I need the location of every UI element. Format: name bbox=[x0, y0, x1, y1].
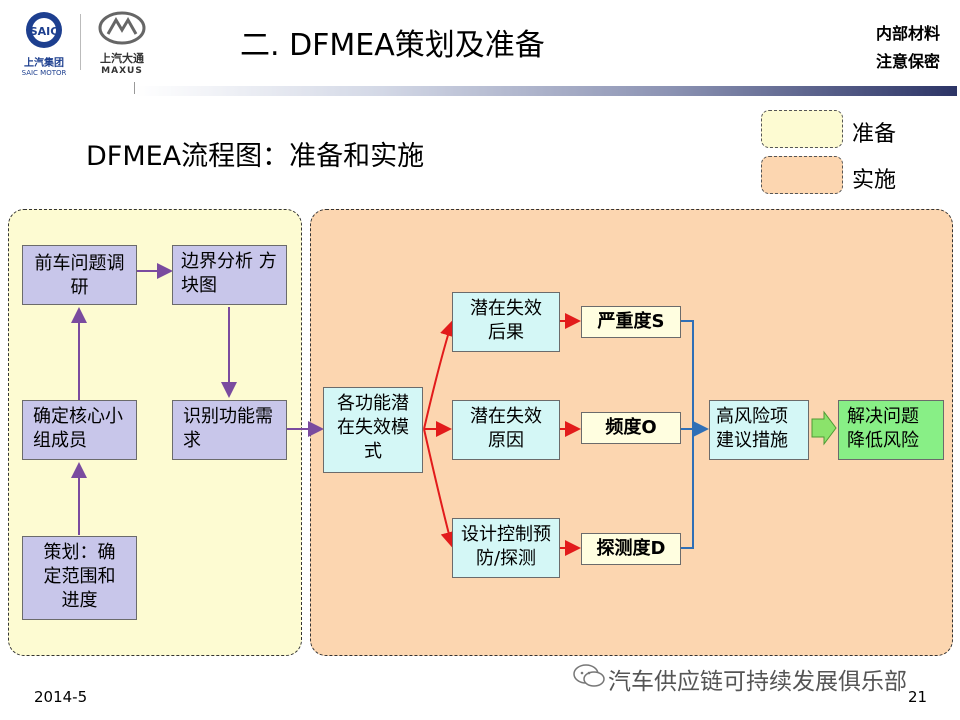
maxus-logo-icon bbox=[98, 11, 146, 45]
watermark-text: 汽车供应链可持续发展俱乐部 bbox=[608, 669, 907, 695]
header-tick bbox=[134, 82, 135, 94]
saic-logo-cn: 上汽集团 bbox=[24, 58, 64, 69]
box-boundary: 边界分析 方块图 bbox=[172, 245, 287, 305]
page-title: 二. DFMEA策划及准备 bbox=[240, 28, 545, 63]
footer-date: 2014-5 bbox=[34, 688, 88, 706]
maxus-logo: 上汽大通 MAXUS bbox=[90, 10, 154, 76]
legend-prepare-label: 准备 bbox=[852, 122, 897, 147]
saic-logo-en: SAIC MOTOR bbox=[21, 69, 67, 77]
box-solve-problem: 解决问题降低风险 bbox=[838, 400, 944, 460]
box-occurrence: 频度O bbox=[581, 412, 681, 444]
header-divider bbox=[135, 86, 957, 96]
arrow-detection-to-action bbox=[681, 429, 694, 549]
maxus-logo-cn: 上汽大通 bbox=[100, 52, 144, 65]
arrow-severity-to-action bbox=[681, 320, 694, 429]
box-design-control: 设计控制预防/探测 bbox=[452, 518, 560, 578]
page-number: 21 bbox=[908, 688, 928, 706]
arrow-action-to-solve bbox=[811, 410, 837, 446]
box-failure-modes: 各功能潜在失效模式 bbox=[323, 387, 423, 473]
saic-logo-icon: SAIC bbox=[26, 12, 62, 48]
box-detection: 探测度D bbox=[581, 533, 681, 565]
box-team: 确定核心小组成员 bbox=[22, 400, 137, 460]
box-research: 前车问题调研 bbox=[22, 245, 137, 305]
box-failure-cause: 潜在失效原因 bbox=[452, 400, 560, 460]
box-plan: 策划：确定范围和进度 bbox=[22, 536, 137, 620]
legend-prepare-swatch bbox=[761, 110, 843, 148]
confidential-line2: 注意保密 bbox=[875, 52, 940, 71]
saic-logo: SAIC 上汽集团 SAIC MOTOR bbox=[16, 10, 72, 77]
box-severity: 严重度S bbox=[581, 306, 681, 338]
arrow-modes-to-control bbox=[423, 428, 457, 548]
box-failure-effect: 潜在失效后果 bbox=[452, 292, 560, 352]
legend-implement-swatch bbox=[761, 156, 843, 194]
confidential-line1: 内部材料 bbox=[875, 24, 940, 43]
legend-implement-label: 实施 bbox=[852, 168, 897, 193]
logo-divider bbox=[80, 14, 81, 70]
section-subtitle: DFMEA流程图：准备和实施 bbox=[86, 141, 425, 172]
box-recommended-action: 高风险项建议措施 bbox=[709, 400, 809, 460]
svg-text:SAIC: SAIC bbox=[30, 25, 59, 38]
box-identify: 识别功能需求 bbox=[172, 400, 287, 460]
wechat-icon bbox=[572, 662, 606, 694]
maxus-logo-en: MAXUS bbox=[101, 66, 143, 76]
arrow-modes-to-effect bbox=[423, 320, 456, 430]
